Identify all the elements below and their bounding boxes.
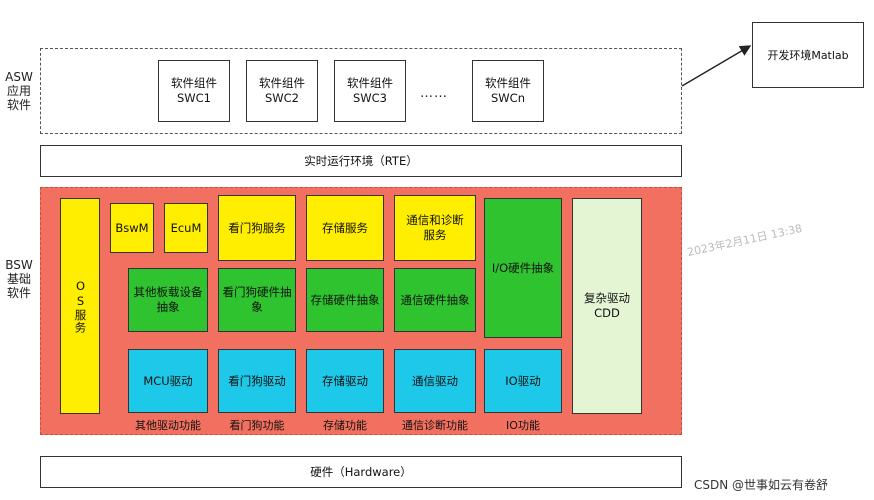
comm-driver-block: 通信驱动 bbox=[394, 349, 476, 413]
comm-diag-service-block: 通信和诊断服务 bbox=[394, 195, 476, 261]
bsw-layer-label: BSW 基础 软件 bbox=[5, 258, 33, 300]
asw-layer-label: ASW 应用 软件 bbox=[5, 70, 33, 112]
rte-bar: 实时运行环境（RTE） bbox=[40, 145, 682, 177]
sub-label-storage: 存储功能 bbox=[323, 419, 367, 432]
storage-service-block: 存储服务 bbox=[306, 195, 384, 261]
comm-hw-abstraction-block: 通信硬件抽象 bbox=[394, 268, 476, 332]
dev-env-matlab-box: 开发环境Matlab bbox=[752, 22, 864, 88]
dev-env-arrow bbox=[681, 45, 752, 87]
ecum-block: EcuM bbox=[164, 203, 208, 253]
sub-label-other-driver: 其他驱动功能 bbox=[135, 419, 201, 432]
hardware-bar: 硬件（Hardware） bbox=[40, 456, 682, 488]
sub-label-io: IO功能 bbox=[506, 419, 540, 432]
io-driver-block: IO驱动 bbox=[484, 349, 562, 413]
watchdog-hw-abstraction-block: 看门狗硬件抽 象 bbox=[218, 268, 296, 332]
io-hw-abstraction-block: I/O硬件抽象 bbox=[484, 198, 562, 338]
complex-driver-cdd-block: 复杂驱动 CDD bbox=[572, 198, 642, 414]
watchdog-service-block: 看门狗服务 bbox=[218, 195, 296, 261]
timestamp-watermark: 2023年2月11日 13:38 bbox=[686, 221, 804, 260]
swc-1-box: 软件组件 SWC1 bbox=[158, 60, 230, 122]
swc-3-box: 软件组件 SWC3 bbox=[334, 60, 406, 122]
storage-hw-abstraction-block: 存储硬件抽象 bbox=[306, 268, 384, 332]
swc-ellipsis: …… bbox=[420, 86, 448, 101]
swc-2-box: 软件组件 SWC2 bbox=[246, 60, 318, 122]
other-onboard-abstraction-block: 其他板载设备 抽象 bbox=[128, 268, 208, 332]
watchdog-driver-block: 看门狗驱动 bbox=[218, 349, 296, 413]
mcu-driver-block: MCU驱动 bbox=[128, 349, 208, 413]
sub-label-watchdog: 看门狗功能 bbox=[229, 419, 285, 432]
sub-label-comm-diag: 通信诊断功能 bbox=[402, 419, 468, 432]
swc-n-box: 软件组件 SWCn bbox=[472, 60, 544, 122]
csdn-credit: CSDN @世事如云有卷舒 bbox=[694, 478, 829, 492]
os-service-block: OS服务 bbox=[60, 198, 100, 414]
storage-driver-block: 存储驱动 bbox=[306, 349, 384, 413]
bswm-block: BswM bbox=[110, 203, 154, 253]
